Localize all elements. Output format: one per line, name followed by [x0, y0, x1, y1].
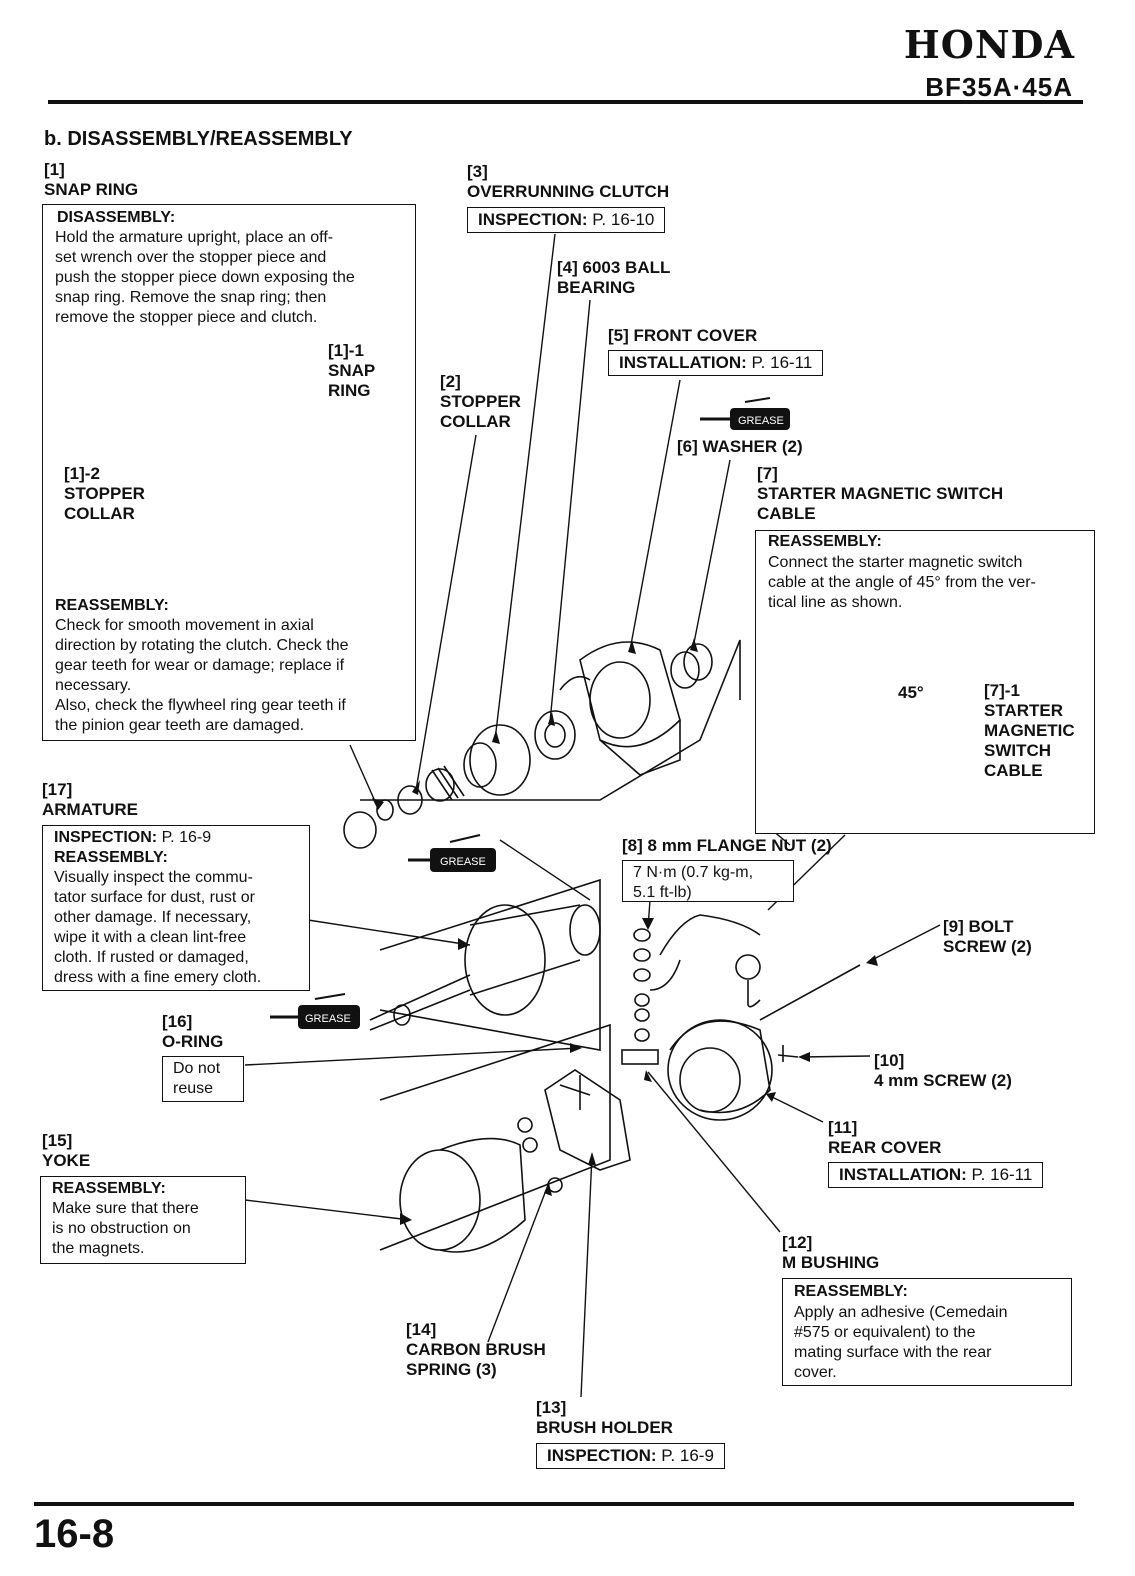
- part-12-reassembly-text: Apply an adhesive (Cemedain #575 or equi…: [794, 1304, 1008, 1381]
- part-7-label: [7] STARTER MAGNETIC SWITCH CABLE: [757, 464, 1004, 523]
- part-15-reassembly-heading: REASSEMBLY:: [52, 1180, 166, 1197]
- part-13-label: [13] BRUSH HOLDER: [536, 1398, 673, 1437]
- model-name: BF35A·45A: [925, 72, 1073, 102]
- grease-label: GREASE: [738, 415, 784, 427]
- part-16-label: [16] O-RING: [162, 1012, 224, 1051]
- part-17-reassembly-text: Visually inspect the commu- tator surfac…: [54, 869, 262, 986]
- disassembly-text: Hold the armature upright, place an off-…: [55, 229, 355, 326]
- part-6-label: [6] WASHER (2): [677, 437, 803, 456]
- part-3-inspection-ref: INSPECTION: P. 16-10: [467, 207, 666, 233]
- part-13-inspection-ref: INSPECTION: P. 16-9: [536, 1443, 725, 1469]
- grease-tube-icon: [270, 397, 790, 1029]
- header-rule: [48, 100, 1083, 104]
- part-5-installation-ref: INSTALLATION: P. 16-11: [608, 350, 824, 376]
- part-17-inspection-ref: INSPECTION: P. 16-9: [54, 829, 212, 846]
- part-10-label: [10] 4 mm SCREW (2): [874, 1051, 1012, 1090]
- do-not-reuse-note: Do not reuse: [162, 1056, 244, 1102]
- part-15-label: [15] YOKE: [42, 1131, 91, 1170]
- part-7-reassembly-text: Connect the starter magnetic switch cabl…: [768, 554, 1036, 611]
- part-7-box: [755, 530, 1095, 834]
- part-15-box: [40, 1176, 246, 1264]
- part-17-reassembly-heading: REASSEMBLY:: [54, 849, 168, 866]
- page-number: 16-8: [34, 1512, 115, 1556]
- footer-rule: [34, 1502, 1074, 1506]
- sub-7-1-label: [7]-1 STARTER MAGNETIC SWITCH CABLE: [984, 681, 1075, 780]
- torque-spec: 7 N·m (0.7 kg-m, 5.1 ft-lb): [622, 860, 794, 902]
- part-14-label: [14] CARBON BRUSH SPRING (3): [406, 1320, 546, 1379]
- reassembly-text: Check for smooth movement in axial direc…: [55, 617, 349, 734]
- reassembly-heading: REASSEMBLY:: [55, 597, 169, 614]
- part-17-box: [42, 825, 310, 991]
- part-11-installation-ref: INSTALLATION: P. 16-11: [828, 1162, 1044, 1188]
- part-12-reassembly-heading: REASSEMBLY:: [794, 1283, 908, 1300]
- disassembly-heading: DISASSEMBLY:: [57, 209, 176, 226]
- angle-label: 45°: [898, 683, 924, 702]
- part-8-label: [8] 8 mm FLANGE NUT (2): [622, 836, 832, 855]
- part-5-label: [5] FRONT COVER: [608, 326, 758, 345]
- part-1-box: [42, 204, 416, 741]
- part-12-label: [12] M BUSHING: [782, 1233, 880, 1272]
- part-3-label: [3] OVERRUNNING CLUTCH: [467, 162, 670, 201]
- part-7-reassembly-heading: REASSEMBLY:: [768, 533, 882, 550]
- part-11-label: [11] REAR COVER: [828, 1118, 942, 1157]
- brand-logo: HONDA: [903, 22, 1075, 67]
- grease-label: GREASE: [440, 856, 486, 868]
- part-17-label: [17] ARMATURE: [42, 780, 139, 819]
- part-1-label: [1] SNAP RING: [44, 160, 139, 199]
- part-9-label: [9] BOLT SCREW (2): [943, 917, 1032, 956]
- sub-1-1-label: [1]-1 SNAP RING: [328, 341, 376, 400]
- part-2-label: [2] STOPPER COLLAR: [440, 372, 521, 431]
- grease-label: GREASE: [305, 1013, 351, 1025]
- section-title: b. DISASSEMBLY/REASSEMBLY: [44, 128, 353, 150]
- part-15-reassembly-text: Make sure that there is no obstruction o…: [52, 1200, 199, 1257]
- part-4-label: [4] 6003 BALL BEARING: [557, 258, 671, 297]
- part-12-box: [782, 1278, 1072, 1386]
- sub-1-2-label: [1]-2 STOPPER COLLAR: [64, 464, 145, 523]
